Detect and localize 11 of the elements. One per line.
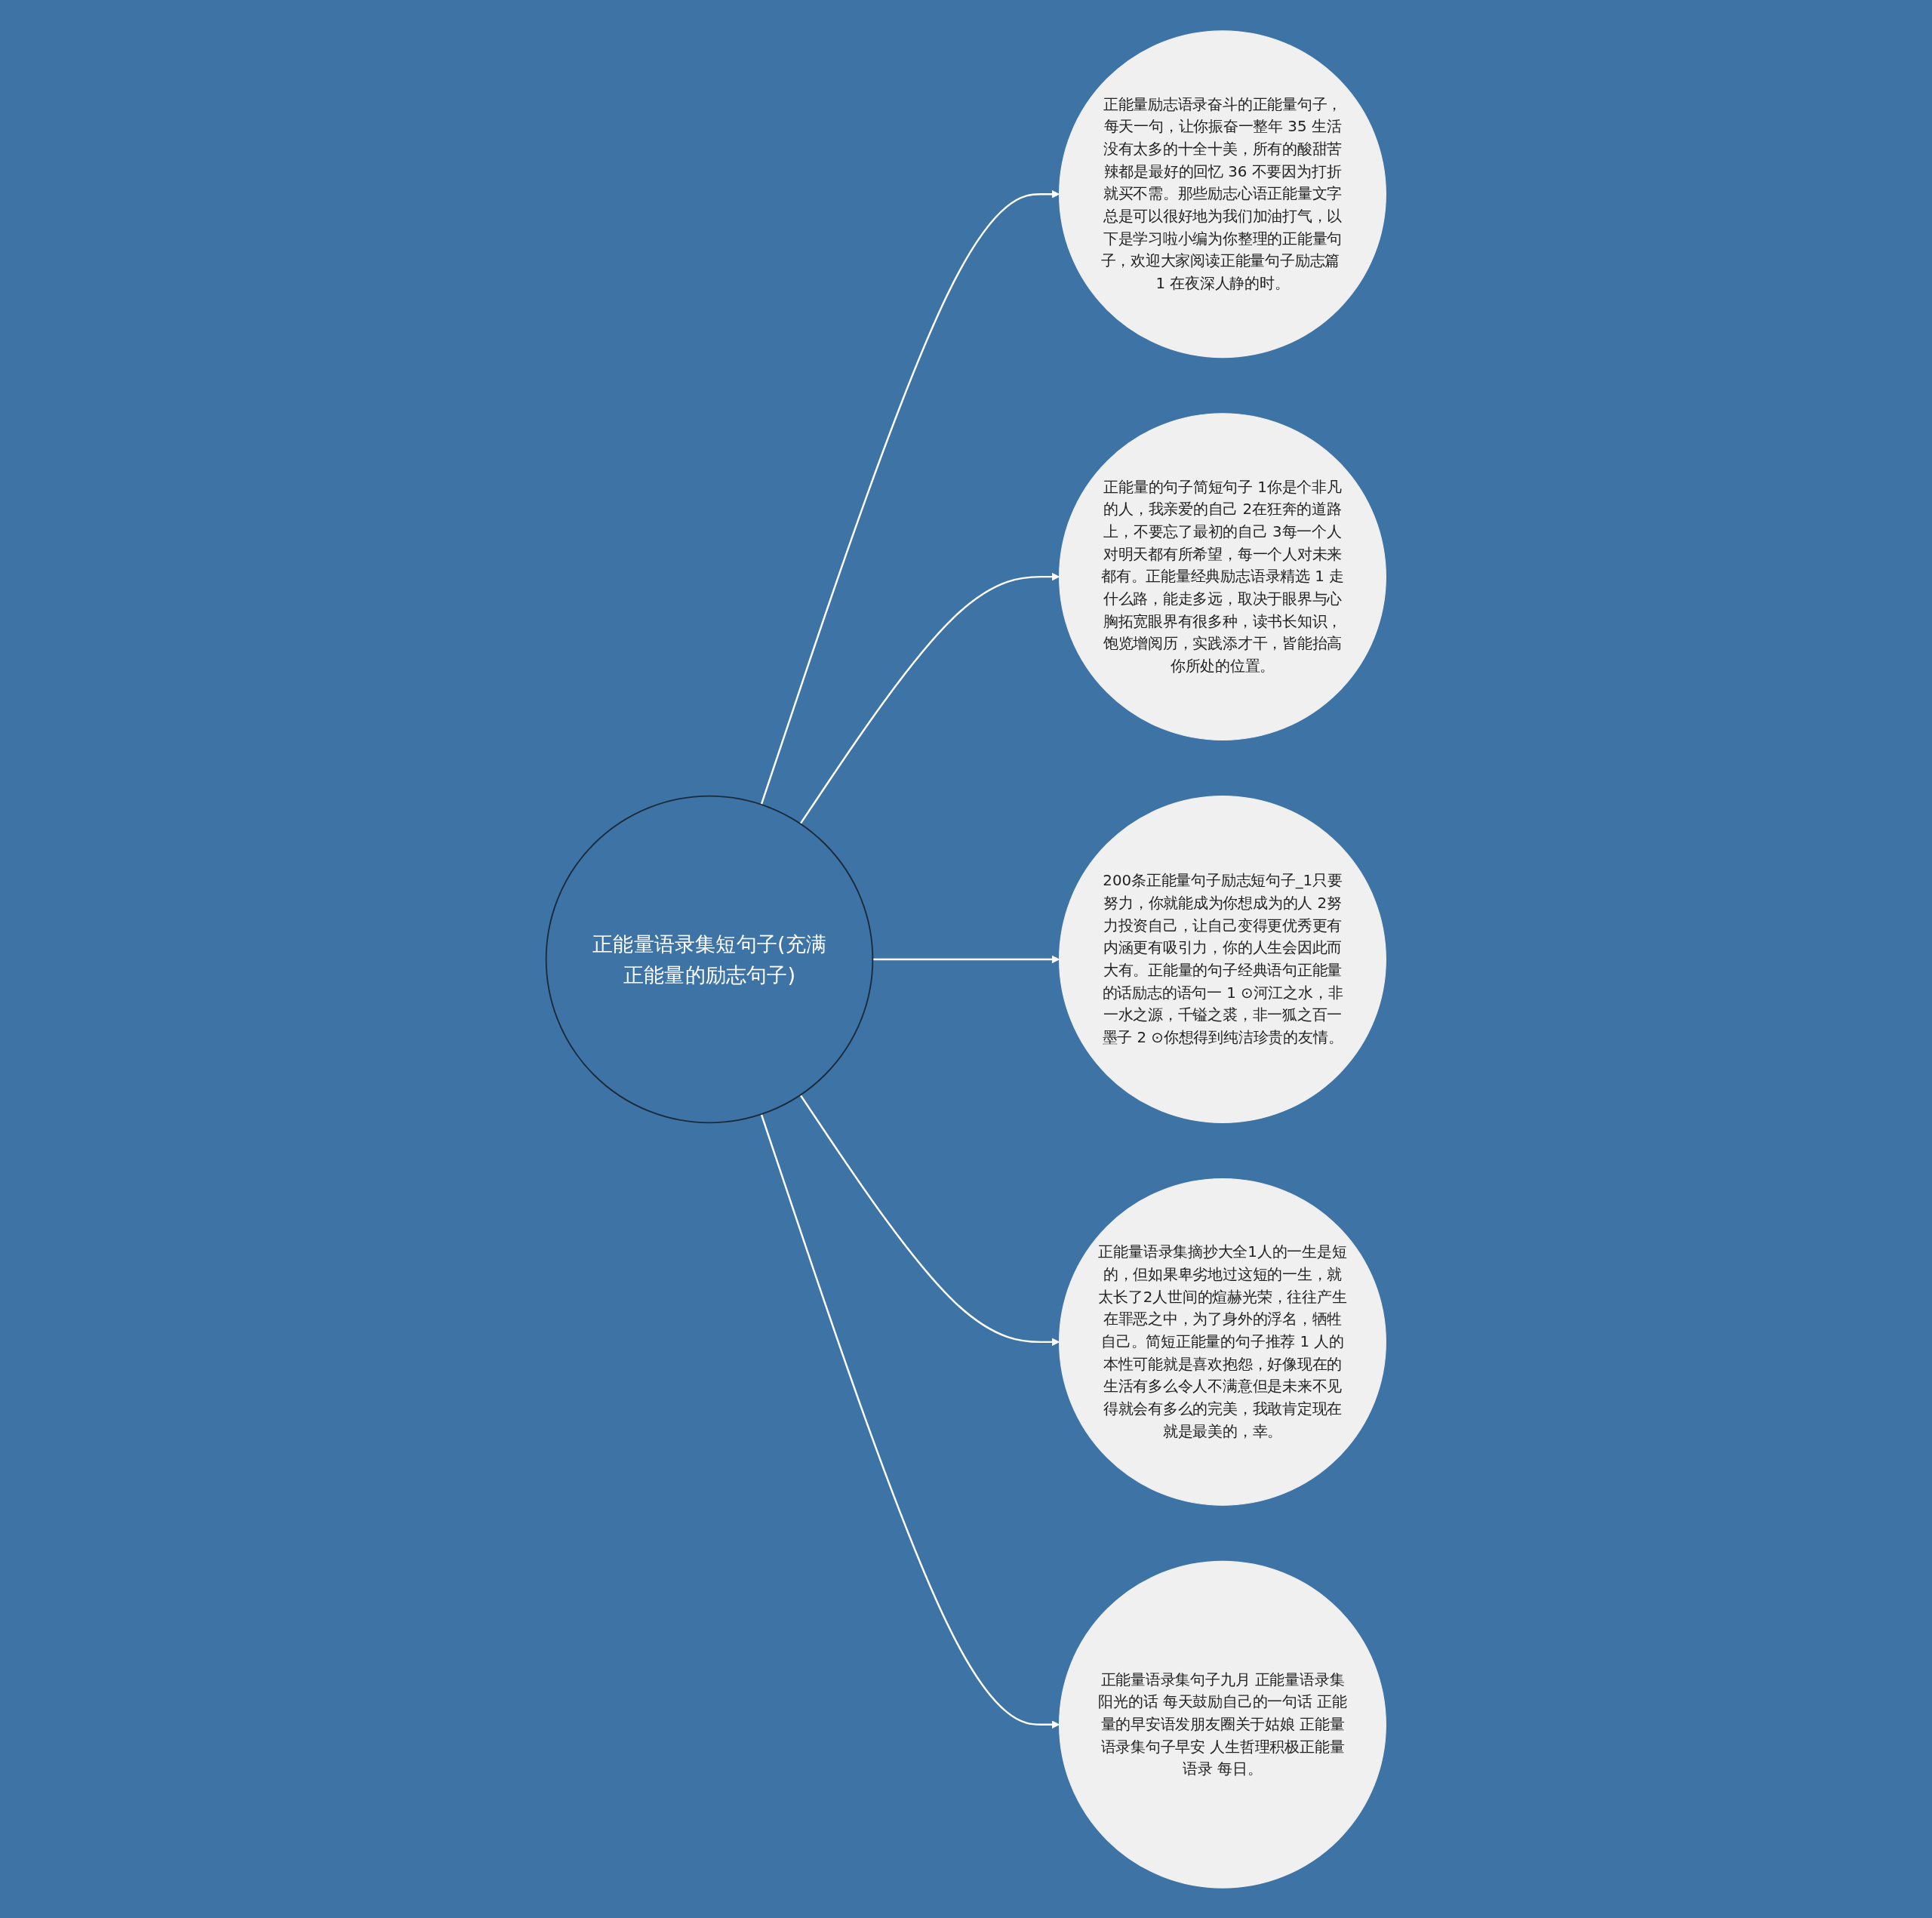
node-circle: 正能量语录集短句子(充满正能量的励志句子) (545, 795, 874, 1123)
node-circle: 正能量励志语录奋斗的正能量句子，每天一句，让你振奋一整年 35 生活没有太多的十全十美，所有的酸甜苦辣都是最好的回忆 36 不要因为打折就买不需。那些励志心语正能量文字总是可以很好地为我们加油打气，以下是学习啦小编为你整理的正能量句子，欢迎大家阅读正能量句子励志篇 1 在夜深人静的时。 (1059, 29, 1386, 358)
arrow (872, 955, 1060, 963)
arrow (760, 1113, 1060, 1729)
node-circle: 200条正能量句子励志短句子_1只要努力，你就能成为你想成为的人 2努力投资自己，让自己变得更优秀更有内涵更有吸引力，你的人生会因此而大有。正能量的句子经典语句正能量的话励志的语句一 1 ⊙河江之水，非一水之源，千镒之裘，非一狐之百一墨子 2 ⊙你想得到纯洁珍贵的友情。 (1059, 795, 1386, 1123)
arrow (799, 572, 1060, 824)
arrow (799, 1094, 1060, 1346)
arrow (760, 189, 1060, 805)
node-circle: 正能量语录集句子九月 正能量语录集阳光的话 每天鼓励自己的一句话 正能量的早安语发朋友圈关于姑娘 正能量语录集句子早安 人生哲理积极正能量语录 每日。 (1059, 1560, 1386, 1889)
node-circle: 正能量的句子简短句子 1你是个非凡的人，我亲爱的自己 2在狂奔的道路上，不要忘了最初的自己 3每一个人对明天都有所希望，每一个人对未来都有。正能量经典励志语录精选 1 走什么路，能走多远，取决于眼界与心胸拓宽眼界有很多种，读书长知识，饱览增阅历，实践添才干，皆能抬高你所处的位置。 (1059, 412, 1386, 740)
node-circle: 正能量语录集摘抄大全1人的一生是短的，但如果卑劣地过这短的一生，就太长了2人世间的煊赫光荣，往往产生在罪恶之中，为了身外的浮名，牺牲自己。简短正能量的句子推荐 1 人的本性可能就是喜欢抱怨，好像现在的生活有多么令人不满意但是未来不见得就会有多么的完美，我敢肯定现在就是最美的，幸。 (1059, 1178, 1386, 1506)
